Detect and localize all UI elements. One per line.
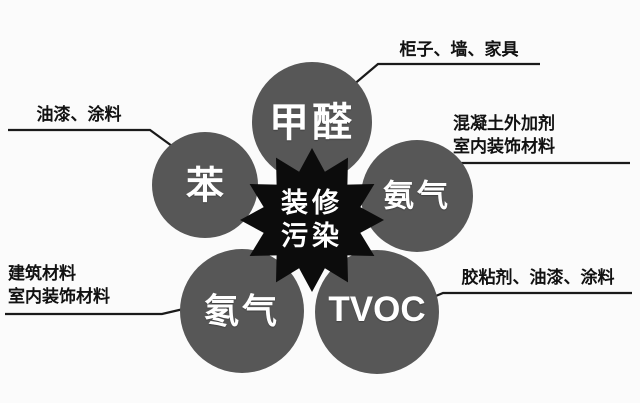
center-label: 装修 污染: [281, 187, 343, 253]
callout-text: 室内装饰材料: [453, 137, 555, 156]
circle-label-formaldehyde: 甲醛: [269, 101, 355, 145]
callout-tvoc-sources: 胶粘剂、油漆、涂料: [443, 266, 633, 289]
callout-line-formaldehyde: [351, 62, 540, 87]
circle-formaldehyde: [252, 62, 372, 182]
center-starburst-shape: [240, 148, 384, 292]
circle-label-ammonia: 氨气: [383, 178, 451, 214]
callout-text: 混凝土外加剂: [453, 114, 555, 133]
callout-formaldehyde-sources: 柜子、墙、家具: [378, 38, 540, 61]
circle-benzene: [152, 132, 258, 238]
callout-line-benzene: [8, 128, 173, 147]
callout-line-radon: [5, 305, 193, 316]
callout-text: 柜子、墙、家具: [399, 40, 519, 59]
circle-label-benzene: 苯: [185, 165, 225, 208]
circle-radon: [180, 249, 304, 373]
center-label-line2: 污染: [281, 221, 343, 251]
callout-text: 室内装饰材料: [8, 287, 110, 306]
center-label-line1: 装修: [281, 188, 343, 218]
callout-text: 建筑材料: [8, 264, 76, 283]
callout-line-tvoc: [423, 291, 632, 303]
callout-radon-sources: 建筑材料 室内装饰材料: [8, 262, 162, 308]
circle-ammonia: [361, 140, 473, 252]
circle-label-radon: 氡气: [203, 292, 281, 332]
callout-text: 胶粘剂、油漆、涂料: [461, 268, 615, 287]
callout-ammonia-sources: 混凝土外加剂 室内装饰材料: [453, 112, 629, 158]
circle-label-tvoc: TVOC: [328, 290, 426, 329]
callout-benzene-sources: 油漆、涂料: [8, 103, 150, 126]
callout-text: 油漆、涂料: [36, 105, 122, 124]
